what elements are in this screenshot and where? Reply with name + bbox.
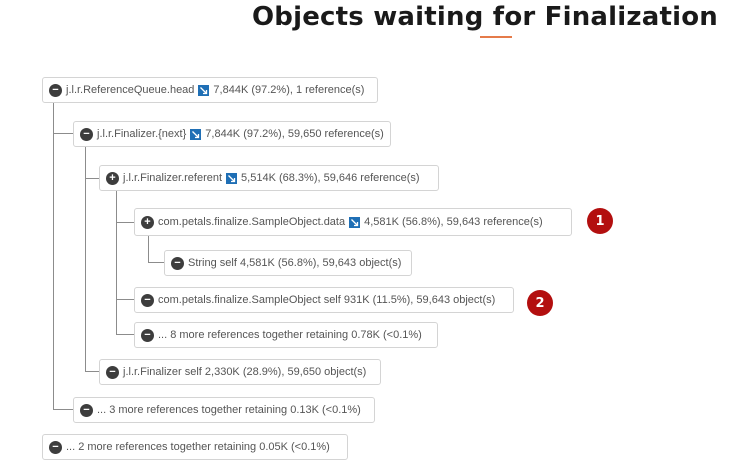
tree-connector <box>53 133 73 134</box>
node-label: j.l.r.ReferenceQueue.head <box>66 84 195 96</box>
tree-node-more-references[interactable]: − ... 2 more references together retaini… <box>42 434 348 460</box>
node-label: j.l.r.Finalizer.referent <box>123 172 223 184</box>
tree-node-finalizer-self[interactable]: − j.l.r.Finalizer self 2,330K (28.9%), 5… <box>99 359 381 385</box>
collapse-icon[interactable]: − <box>80 127 93 141</box>
expand-icon[interactable]: + <box>106 171 119 185</box>
tree-connector <box>53 409 73 410</box>
title-underline <box>480 36 512 38</box>
node-stats: 5,514K (68.3%), 59,646 reference(s) <box>241 172 420 184</box>
tree-connector <box>116 334 134 335</box>
collapse-icon[interactable]: − <box>106 365 119 379</box>
tree-node-finalizer-referent[interactable]: + j.l.r.Finalizer.referent 5,514K (68.3%… <box>99 165 439 191</box>
tree-connector <box>116 299 134 300</box>
tree-connector <box>53 101 54 410</box>
tree-node-string-self[interactable]: − String self 4,581K (56.8%), 59,643 obj… <box>164 250 412 276</box>
node-label: ... 2 more references together retaining… <box>66 441 330 453</box>
object-link-icon[interactable] <box>226 172 238 184</box>
node-label: String self 4,581K (56.8%), 59,643 objec… <box>188 257 402 269</box>
collapse-icon[interactable]: − <box>49 440 62 454</box>
node-label: com.petals.finalize.SampleObject.data <box>158 216 346 228</box>
tree-connector <box>85 147 86 371</box>
expand-icon[interactable]: + <box>141 215 154 229</box>
object-link-icon[interactable] <box>349 216 361 228</box>
tree-connector <box>116 191 117 335</box>
tree-node-finalizer-next[interactable]: − j.l.r.Finalizer.{next} 7,844K (97.2%),… <box>73 121 391 147</box>
collapse-icon[interactable]: − <box>49 83 62 97</box>
collapse-icon[interactable]: − <box>141 293 154 307</box>
tree-node-reference-queue-head[interactable]: − j.l.r.ReferenceQueue.head 7,844K (97.2… <box>42 77 378 103</box>
collapse-icon[interactable]: − <box>171 256 184 270</box>
node-stats: 7,844K (97.2%), 1 reference(s) <box>213 84 365 96</box>
collapse-icon[interactable]: − <box>141 328 154 342</box>
tree-connector <box>148 236 149 263</box>
collapse-icon[interactable]: − <box>80 403 93 417</box>
tree-node-more-references[interactable]: − ... 8 more references together retaini… <box>134 322 438 348</box>
page-title: Objects waiting for Finalization <box>251 2 718 32</box>
node-stats: 4,581K (56.8%), 59,643 reference(s) <box>364 216 543 228</box>
node-label: j.l.r.Finalizer.{next} <box>97 128 187 140</box>
node-label: ... 3 more references together retaining… <box>97 404 361 416</box>
callout-badge-2: 2 <box>527 290 553 316</box>
callout-badge-1: 1 <box>587 208 613 234</box>
tree-connector <box>116 222 134 223</box>
tree-connector <box>85 371 99 372</box>
tree-connector <box>148 262 164 263</box>
object-link-icon[interactable] <box>198 84 210 96</box>
object-link-icon[interactable] <box>190 128 202 140</box>
tree-node-more-references[interactable]: − ... 3 more references together retaini… <box>73 397 375 423</box>
node-stats: 7,844K (97.2%), 59,650 reference(s) <box>205 128 384 140</box>
tree-node-sampleobject-data[interactable]: + com.petals.finalize.SampleObject.data … <box>134 208 572 236</box>
tree-node-sampleobject-self[interactable]: − com.petals.finalize.SampleObject self … <box>134 287 514 313</box>
tree-connector <box>85 178 99 179</box>
node-label: com.petals.finalize.SampleObject self 93… <box>158 294 496 306</box>
node-label: ... 8 more references together retaining… <box>158 329 422 341</box>
node-label: j.l.r.Finalizer self 2,330K (28.9%), 59,… <box>123 366 367 378</box>
